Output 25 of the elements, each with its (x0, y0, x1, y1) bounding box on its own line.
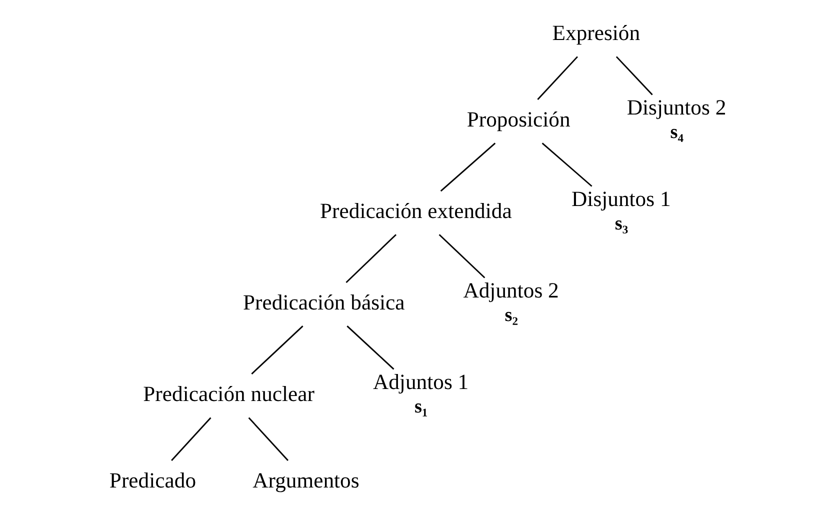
node-text: Predicación nuclear (143, 382, 314, 406)
connector (248, 417, 288, 462)
node-text: Disjuntos 2 (626, 96, 726, 120)
node-text: Adjuntos 2 (463, 278, 559, 302)
connector (440, 142, 496, 192)
connector (171, 417, 212, 462)
connector (251, 326, 304, 374)
node-text: Disjuntos 1 (572, 187, 671, 212)
node-label: s₃ (614, 213, 628, 234)
connector (616, 56, 653, 96)
node-text: Predicación básica (243, 290, 405, 315)
node-text: Adjuntos 1 (372, 370, 469, 394)
node-text: Expresión (552, 20, 640, 45)
connector (438, 234, 486, 278)
node-label: s₄ (670, 122, 684, 143)
connector (346, 234, 396, 283)
node-text: Predicación extendida (320, 199, 512, 224)
node-text: Predicado (109, 468, 196, 493)
node-label: s₁ (414, 396, 428, 418)
connector (346, 326, 394, 370)
connector (537, 56, 578, 100)
node-label: s₂ (504, 304, 518, 326)
node-text: Proposición (466, 108, 570, 132)
node-text: Argumentos (252, 468, 360, 493)
connector (542, 142, 592, 187)
